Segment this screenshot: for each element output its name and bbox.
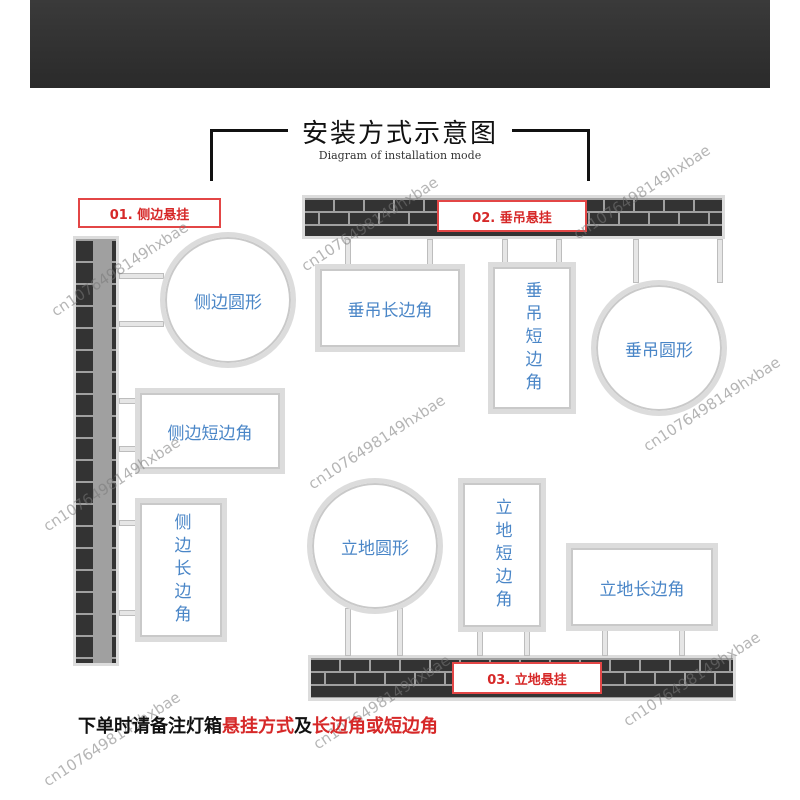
order-note-part2: 悬挂方式	[222, 716, 294, 737]
sign-floor-round-label: 立地圆形	[341, 538, 409, 559]
section-label-floor: 03. 立地悬挂	[452, 662, 602, 694]
order-note-part1: 下单时请备注灯箱	[78, 716, 222, 737]
order-note-part4: 长边角或短边角	[312, 716, 438, 737]
diagram-title: 安装方式示意图	[301, 119, 498, 149]
hanging-rod	[633, 239, 639, 283]
bracket-rod	[119, 321, 164, 327]
sign-floor-short-label: 立地短边角	[491, 497, 512, 613]
floor-rod	[602, 628, 608, 656]
title-bracket-right-h	[512, 129, 590, 132]
sign-hanging-short: 垂吊短边角	[488, 262, 576, 414]
sign-hanging-short-label: 垂吊短边角	[521, 280, 542, 396]
title-bracket-right-v	[587, 129, 590, 181]
title-bracket-left-h	[210, 129, 288, 132]
sign-floor-long-label: 立地长边角	[599, 579, 685, 600]
floor-rod	[679, 628, 685, 656]
wall-vertical-left	[73, 236, 119, 666]
watermark: cn1076498149hxbae	[40, 688, 184, 791]
section-label-side: 01. 侧边悬挂	[78, 198, 221, 228]
sign-floor-long: 立地长边角	[566, 543, 718, 631]
sign-hanging-round-label: 垂吊圆形	[625, 340, 693, 361]
sign-side-long: 侧边长边角	[135, 498, 227, 642]
order-note: 下单时请备注灯箱悬挂方式及长边角或短边角	[78, 712, 438, 738]
sign-hanging-round: 垂吊圆形	[591, 280, 727, 416]
section-label-hanging: 02. 垂吊悬挂	[437, 200, 587, 232]
sign-side-long-label: 侧边长边角	[170, 512, 191, 628]
diagram-subtitle: Diagram of installation mode	[318, 149, 482, 162]
floor-rod	[524, 630, 530, 656]
hanging-rod	[717, 239, 723, 283]
sign-side-round: 侧边圆形	[160, 232, 296, 368]
top-banner	[30, 0, 770, 88]
sign-hanging-long: 垂吊长边角	[315, 264, 465, 352]
floor-rod	[345, 608, 351, 656]
sign-side-short-label: 侧边短边角	[167, 423, 253, 444]
sign-hanging-long-label: 垂吊长边角	[347, 300, 433, 321]
sign-side-round-label: 侧边圆形	[194, 292, 262, 313]
sign-floor-short: 立地短边角	[458, 478, 546, 632]
floor-rod	[397, 608, 403, 656]
title-bracket-left-v	[210, 129, 213, 181]
order-note-part3: 及	[294, 716, 312, 737]
sign-side-short: 侧边短边角	[135, 388, 285, 474]
floor-rod	[477, 630, 483, 656]
hanging-rod	[427, 239, 433, 267]
sign-floor-round: 立地圆形	[307, 478, 443, 614]
